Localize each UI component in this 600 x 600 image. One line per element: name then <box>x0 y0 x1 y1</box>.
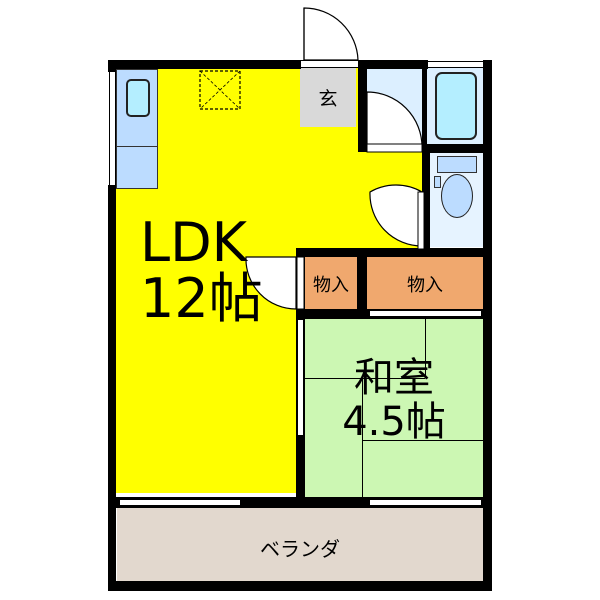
closet-small-label: 物入 <box>313 275 349 296</box>
tatami-line-1 <box>425 319 426 378</box>
wall-top-right <box>358 60 428 69</box>
ldk-name: LDK <box>140 211 248 274</box>
bathtub-icon <box>435 72 477 140</box>
wall-toilet-left <box>422 150 430 250</box>
wall-bath-left <box>422 60 427 148</box>
toilet-paper-icon <box>434 176 441 188</box>
toilet-tank-icon <box>437 156 477 173</box>
wall-bottom <box>108 581 492 591</box>
entrance-area <box>300 68 356 127</box>
window-bath <box>428 61 483 68</box>
wall-left-top <box>108 60 116 72</box>
toilet-bowl-icon <box>441 174 473 218</box>
window-left <box>109 72 116 185</box>
ldk-size: 12帖 <box>140 267 263 330</box>
sliding-door-washitsu <box>297 320 304 435</box>
window-washitsu-top <box>370 310 481 317</box>
window-washitsu-bottom <box>370 499 481 506</box>
tatami-line-4 <box>362 440 483 441</box>
washitsu-label: 和室 4.5帖 <box>305 356 483 444</box>
closet-large-label: 物入 <box>407 275 443 296</box>
washitsu-size: 4.5帖 <box>342 399 446 445</box>
wall-bath-bottom <box>422 144 492 153</box>
entrance-label: 玄 <box>318 88 338 110</box>
closet-small-area <box>305 257 357 309</box>
wall-right <box>483 60 492 591</box>
wall-left-mid <box>108 185 116 591</box>
veranda-label: ベランダ <box>260 537 340 561</box>
sink-icon <box>126 79 150 117</box>
tatami-line-3 <box>362 378 363 497</box>
veranda-area <box>117 508 483 581</box>
wall-closet-top <box>296 248 492 257</box>
wall-top-left <box>108 60 301 69</box>
kitchen-divider <box>116 146 158 147</box>
ldk-label: LDK 12帖 <box>140 215 263 327</box>
washitsu-name: 和室 <box>354 355 434 401</box>
tatami-line-2 <box>305 378 425 379</box>
window-ldk-bottom <box>120 499 240 506</box>
wall-closet-divider <box>357 257 367 310</box>
closet-large-area <box>367 257 483 309</box>
washitsu-room <box>305 319 483 497</box>
wall-hall-left <box>358 60 367 152</box>
